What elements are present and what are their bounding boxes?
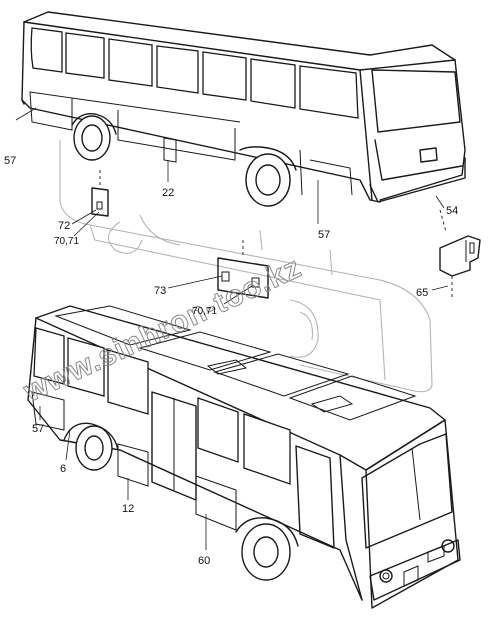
callout-70-71-left: 70,71 <box>54 236 79 247</box>
top-bus-rear-window <box>371 69 461 133</box>
bracket-part-54 <box>439 209 481 300</box>
bottom-bus-roof-hatch-1 <box>206 359 248 375</box>
callout-72: 72 <box>58 220 70 232</box>
callout-54: 54 <box>446 205 458 217</box>
bottom-bus-side-windows <box>33 327 291 485</box>
callout-57-bottom: 57 <box>32 423 44 435</box>
callout-22: 22 <box>162 187 174 199</box>
callout-73: 73 <box>154 285 166 297</box>
bottom-bus-panel-57 <box>31 391 65 431</box>
top-bus-panel-22 <box>163 137 177 163</box>
callout-12: 12 <box>122 503 134 515</box>
callout-65: 65 <box>416 287 428 299</box>
bottom-bus-front-face <box>365 419 459 609</box>
bottom-bus-front-door <box>295 445 335 549</box>
leader-lines <box>15 107 449 550</box>
callout-6: 6 <box>60 463 66 475</box>
panel-72 <box>91 187 109 217</box>
panel-73 <box>217 257 269 299</box>
top-bus-rear-bumper <box>369 157 466 203</box>
bottom-bus-roof-hatch-2 <box>310 395 354 413</box>
bottom-bus-headlight-right <box>441 539 455 553</box>
bottom-bus-headlight-left <box>379 569 393 583</box>
ghost-bus-outline <box>59 140 433 393</box>
detail-panels <box>91 170 269 299</box>
top-bus-license-plate <box>419 147 438 163</box>
top-bus-rear-corner <box>359 69 373 201</box>
callout-60: 60 <box>198 555 210 567</box>
callout-57-rear: 57 <box>318 229 330 241</box>
callout-57-top: 57 <box>4 155 16 167</box>
bottom-bus-windshield <box>361 433 453 549</box>
top-bus <box>21 11 466 207</box>
bottom-bus-panel-12 <box>117 443 149 487</box>
bottom-bus <box>27 305 461 609</box>
callout-labels: 57 22 72 70,71 57 54 65 73 70,71 57 6 12… <box>4 155 458 567</box>
top-bus-roofline <box>23 11 456 61</box>
bottom-bus-panel-60 <box>195 475 237 531</box>
callout-70-71-mid: 70,71 <box>192 306 217 317</box>
top-bus-side-panel-57 <box>29 91 73 131</box>
top-bus-side-windows <box>30 27 359 119</box>
